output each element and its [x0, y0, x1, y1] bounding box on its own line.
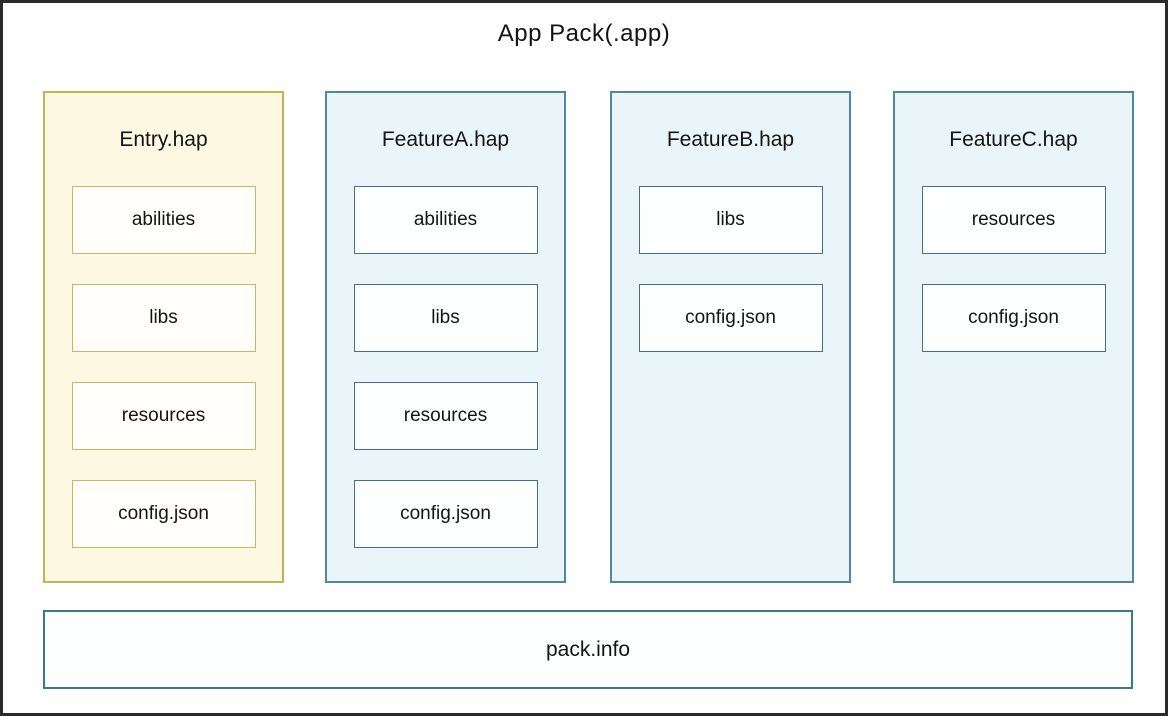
hap-panel-items: resources config.json: [895, 186, 1132, 352]
hap-panel-feature-b: FeatureB.hap libs config.json: [610, 91, 851, 583]
hap-panel-title: FeatureC.hap: [949, 127, 1078, 151]
module-box-abilities: abilities: [71, 186, 256, 254]
hap-panel-items: libs config.json: [612, 186, 849, 352]
hap-panel-items: abilities libs resources config.json: [327, 186, 564, 548]
hap-panel-title: FeatureA.hap: [381, 127, 510, 151]
hap-panel-title: Entry.hap: [119, 127, 208, 151]
hap-panel-title: FeatureB.hap: [666, 127, 795, 151]
diagram-title: App Pack(.app): [497, 20, 671, 47]
pack-info-bar: pack.info: [43, 610, 1133, 689]
hap-panel-entry: Entry.hap abilities libs resources confi…: [43, 91, 284, 583]
module-box-config-json: config.json: [71, 480, 256, 548]
module-box-resources: resources: [921, 186, 1106, 254]
module-box-abilities: abilities: [353, 186, 538, 254]
module-box-config-json: config.json: [353, 480, 538, 548]
module-box-libs: libs: [638, 186, 823, 254]
module-box-libs: libs: [353, 284, 538, 352]
module-box-config-json: config.json: [638, 284, 823, 352]
module-box-resources: resources: [71, 382, 256, 450]
hap-panel-feature-a: FeatureA.hap abilities libs resources co…: [325, 91, 566, 583]
hap-panel-items: abilities libs resources config.json: [45, 186, 282, 548]
hap-panel-feature-c: FeatureC.hap resources config.json: [893, 91, 1134, 583]
module-box-libs: libs: [71, 284, 256, 352]
module-box-config-json: config.json: [921, 284, 1106, 352]
module-box-resources: resources: [353, 382, 538, 450]
